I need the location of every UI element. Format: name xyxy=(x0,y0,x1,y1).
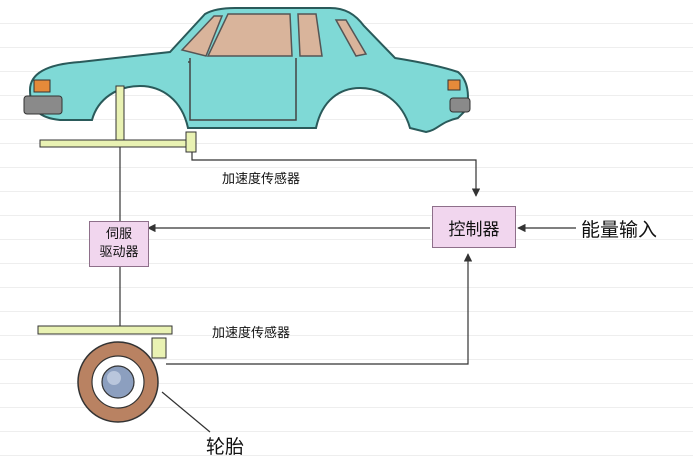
top-strut-plate xyxy=(39,139,197,148)
wheel xyxy=(77,341,159,423)
top-strut-post xyxy=(115,85,125,143)
car-front-bumper xyxy=(23,95,63,115)
accel-sensor-top-label: 加速度传感器 xyxy=(222,172,301,187)
servo-label-line2: 驱动器 xyxy=(99,245,139,260)
car-window-rear-door xyxy=(297,13,323,57)
energy-input-label: 能量输入 xyxy=(581,219,658,241)
controller-box: 控制器 xyxy=(432,206,516,248)
car-window-rear xyxy=(334,19,368,57)
top-accel-sensor-block xyxy=(185,131,197,153)
car-illustration xyxy=(23,7,471,134)
servo-driver-box: 伺服 驱动器 xyxy=(89,221,149,267)
bottom-plate xyxy=(37,325,173,335)
car-window-middle xyxy=(206,13,293,57)
car-rear-bumper xyxy=(449,97,471,113)
tire-label: 轮胎 xyxy=(206,436,245,458)
car-window-front xyxy=(180,15,224,57)
car-body xyxy=(28,7,469,134)
car-door xyxy=(189,58,297,121)
bottom-accel-sensor-block xyxy=(151,337,167,359)
car-headlight xyxy=(33,79,51,93)
controller-label: 控制器 xyxy=(448,219,500,240)
top-sensor-to-controller-line xyxy=(191,152,481,197)
accel-sensor-bottom-label: 加速度传感器 xyxy=(212,326,291,341)
tire-pointer-line xyxy=(161,391,211,433)
car-taillight xyxy=(447,79,461,91)
servo-label-line1: 伺服 xyxy=(105,227,132,242)
bottom-sensor-to-controller-line xyxy=(166,253,473,365)
